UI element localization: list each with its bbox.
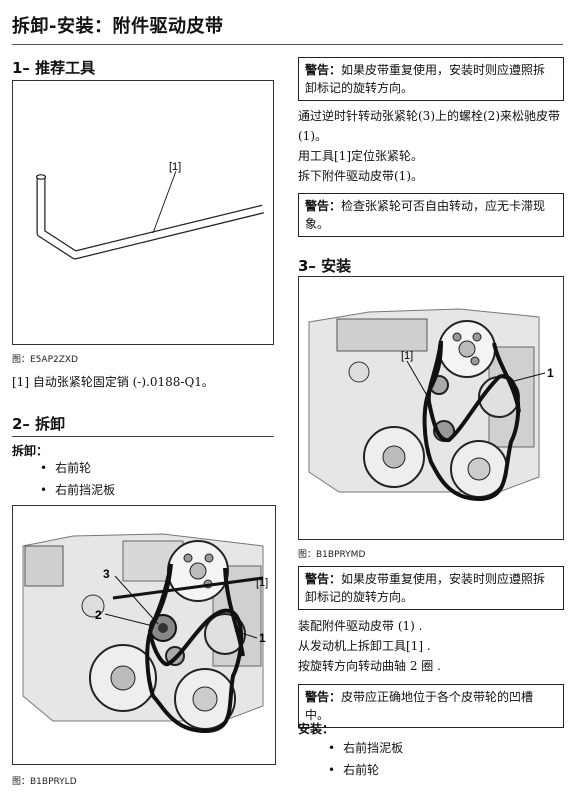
step-text: 从发动机上拆卸工具[1] . — [298, 639, 431, 653]
figure-caption: 图：B1BPRYMD — [298, 550, 366, 560]
removal-prereq-list: 右前轮 右前挡泥板 — [40, 457, 115, 501]
step-text: 用工具[1]定位张紧轮。 — [298, 149, 423, 163]
engine-belt-install-drawing: [1] 1 — [299, 277, 563, 539]
warning-label: 警告： — [305, 572, 342, 586]
warning-box: 警告：检查张紧轮可否自由转动，应无卡滞现象。 — [298, 193, 564, 237]
section-heading-removal: 2– 拆卸 — [12, 415, 66, 433]
tool-pin-drawing: [1] — [35, 161, 265, 260]
warning-label: 警告： — [305, 690, 342, 704]
warning-text: 如果皮带重复使用，安装时则应遵照拆卸标记的旋转方向。 — [305, 572, 546, 604]
warning-label: 警告： — [305, 199, 342, 213]
removal-engine-figure: 3 2 [1] 1 — [12, 505, 276, 765]
step-text: 装配附件驱动皮带 (1) . — [298, 619, 423, 633]
warning-text: 皮带应正确地位于各个皮带轮的凹槽中。 — [305, 690, 534, 722]
callout-2: 2 — [95, 608, 102, 622]
callout-tool: [1] — [401, 350, 413, 362]
tool-description: [1] 自动张紧轮固定销 (-).0188-Q1。 — [12, 375, 214, 389]
figure-caption: 图：B1BPRYLD — [12, 777, 77, 787]
step-text: 拆下附件驱动皮带(1)。 — [298, 169, 423, 183]
list-item: 右前轮 — [328, 759, 403, 781]
install-followup-list: 右前挡泥板 右前轮 — [328, 737, 403, 781]
list-item: 右前挡泥板 — [328, 737, 403, 759]
section-divider — [12, 436, 274, 437]
install-subhead: 安装： — [298, 722, 335, 736]
title-divider — [12, 44, 563, 45]
step-text: 按旋转方向转动曲轴 2 圈 . — [298, 659, 441, 673]
page-title: 拆卸-安装：附件驱动皮带 — [12, 16, 224, 37]
callout-3: 3 — [103, 567, 110, 581]
engine-belt-drawing: 3 2 [1] 1 — [13, 506, 275, 764]
list-item: 右前挡泥板 — [40, 479, 115, 501]
section-heading-install: 3– 安装 — [298, 257, 352, 275]
warning-box: 警告：如果皮带重复使用，安装时则应遵照拆卸标记的旋转方向。 — [298, 57, 564, 101]
install-steps: 装配附件驱动皮带 (1) . 从发动机上拆卸工具[1] . 按旋转方向转动曲轴 … — [298, 616, 564, 676]
figure-caption: 图：E5AP2ZXD — [12, 355, 78, 365]
callout-1: 1 — [547, 366, 554, 380]
callout-tool: [1] — [256, 577, 268, 589]
warning-text: 如果皮带重复使用，安装时则应遵照拆卸标记的旋转方向。 — [305, 63, 546, 95]
warning-text: 检查张紧轮可否自由转动，应无卡滞现象。 — [305, 199, 546, 231]
install-engine-figure: [1] 1 — [298, 276, 564, 540]
callout-1: 1 — [259, 631, 266, 645]
warning-box: 警告：皮带应正确地位于各个皮带轮的凹槽中。 — [298, 684, 564, 728]
list-item: 右前轮 — [40, 457, 115, 479]
section-heading-tools: 1– 推荐工具 — [12, 59, 96, 77]
tool-callout-label: [1] — [169, 161, 181, 173]
warning-box: 警告：如果皮带重复使用，安装时则应遵照拆卸标记的旋转方向。 — [298, 566, 564, 610]
step-text: 通过逆时针转动张紧轮(3)上的螺栓(2)来松驰皮带(1)。 — [298, 109, 560, 143]
tool-figure: [1] — [12, 80, 274, 345]
warning-label: 警告： — [305, 63, 342, 77]
removal-subhead: 拆卸： — [12, 444, 49, 458]
removal-steps: 通过逆时针转动张紧轮(3)上的螺栓(2)来松驰皮带(1)。 用工具[1]定位张紧… — [298, 106, 564, 186]
